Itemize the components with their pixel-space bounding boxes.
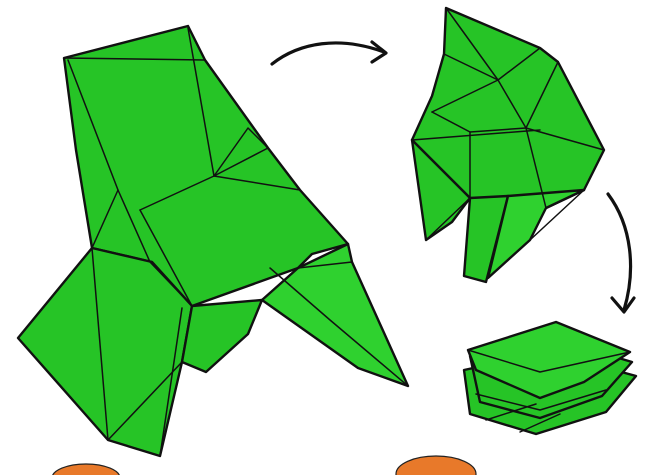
curved-arrow-down-icon bbox=[608, 194, 634, 312]
fold-step-1-shape bbox=[18, 26, 408, 456]
fold-step-1-center-flap bbox=[182, 300, 262, 372]
orange-blob-left bbox=[52, 464, 120, 475]
fold-step-2-shape bbox=[412, 8, 604, 282]
fold-step-3-shape bbox=[464, 322, 636, 434]
orange-blob-right bbox=[396, 456, 476, 475]
curved-arrow-right-icon bbox=[272, 42, 386, 64]
orange-decoration bbox=[52, 456, 476, 475]
